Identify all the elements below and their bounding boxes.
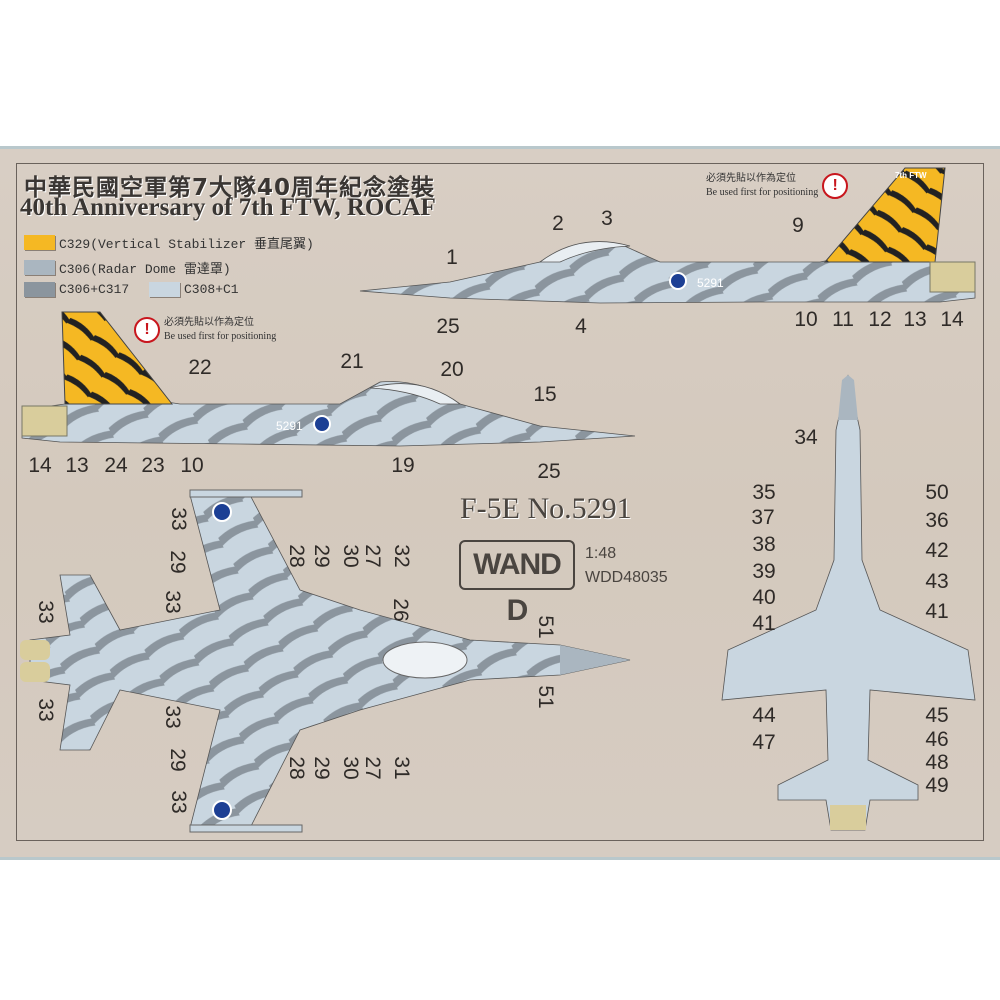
legend-label: C306+C317 xyxy=(59,282,130,297)
legend-c308-c1: C308+C1 xyxy=(149,282,239,297)
warning-zh: 必須先貼以作為定位 xyxy=(706,173,796,184)
legend-c306-c317: C306+C317 xyxy=(24,282,129,297)
callout: 25 xyxy=(537,460,561,483)
scale-label: 1:48 xyxy=(585,545,617,562)
callout: 44 xyxy=(752,704,776,727)
callout: 2 xyxy=(552,212,564,235)
model-title: F-5E No.5291 xyxy=(460,492,632,525)
top-view xyxy=(20,489,631,833)
callout: 23 xyxy=(141,454,165,477)
callout: 28 xyxy=(285,756,308,780)
callout: 43 xyxy=(925,570,949,593)
callout: 48 xyxy=(925,751,949,774)
serial-number: 5291 xyxy=(697,276,724,290)
warning-zh: 必須先貼以作為定位 xyxy=(164,317,254,328)
callout: 27 xyxy=(361,756,384,780)
callout: 41 xyxy=(925,600,949,623)
positioning-note-left: ! 必須先貼以作為定位 Be used first for positioning xyxy=(134,316,276,344)
callout: 33 xyxy=(161,705,184,729)
callout: 33 xyxy=(161,590,184,614)
callout: 41 xyxy=(752,612,776,635)
callout: 45 xyxy=(925,704,949,727)
callout: 34 xyxy=(794,426,818,449)
callout: 10 xyxy=(180,454,204,477)
callout: 13 xyxy=(903,308,927,331)
callout: 29 xyxy=(310,544,333,568)
callout: 12 xyxy=(868,308,892,331)
callout: 29 xyxy=(166,748,189,772)
callout: 21 xyxy=(340,350,364,373)
callout: 33 xyxy=(167,790,190,814)
callout: 4 xyxy=(575,315,587,338)
callout: 25 xyxy=(436,315,460,338)
positioning-note-top: 必須先貼以作為定位 Be used first for positioning! xyxy=(706,172,849,200)
brand-logo: WAND D xyxy=(459,540,575,627)
callout: 33 xyxy=(34,698,57,722)
callout: 39 xyxy=(752,560,776,583)
serial-number: 5291 xyxy=(276,419,303,433)
legend-label: C306(Radar Dome 雷達罩) xyxy=(59,262,231,277)
color-swatch xyxy=(24,235,55,250)
callout: 30 xyxy=(339,756,362,780)
callout: 47 xyxy=(752,731,776,754)
callout: 29 xyxy=(166,550,189,574)
callout: 13 xyxy=(65,454,89,477)
product-code: WDD48035 xyxy=(585,569,668,586)
callout: 1 xyxy=(446,246,458,269)
callout: 33 xyxy=(34,600,57,624)
callout: 28 xyxy=(285,544,308,568)
legend-label: C308+C1 xyxy=(184,282,239,297)
color-swatch xyxy=(24,260,55,275)
exclamation-icon: ! xyxy=(134,317,160,343)
callout: 51 xyxy=(534,685,557,709)
callout: 26 xyxy=(389,598,412,622)
legend-c306: C306(Radar Dome 雷達罩) xyxy=(24,258,231,277)
callout: 36 xyxy=(925,509,949,532)
legend-label: C329(Vertical Stabilizer 垂直尾翼) xyxy=(59,237,314,252)
callout: 20 xyxy=(440,358,464,381)
callout: 27 xyxy=(361,544,384,568)
legend-c329: C329(Vertical Stabilizer 垂直尾翼) xyxy=(24,233,314,252)
callout: 42 xyxy=(925,539,949,562)
callout: 9 xyxy=(792,214,804,237)
sheet-frame xyxy=(16,163,984,841)
side-view-right-profile: 5291 xyxy=(21,311,636,447)
color-swatch xyxy=(149,282,180,297)
callout: 19 xyxy=(391,454,415,477)
callout: 50 xyxy=(925,481,949,504)
callout: 31 xyxy=(390,756,413,780)
callout: 15 xyxy=(533,383,557,406)
warning-en: Be used first for positioning xyxy=(164,331,277,342)
callout: 11 xyxy=(832,308,854,331)
callout: 10 xyxy=(794,308,818,331)
callout: 24 xyxy=(104,454,128,477)
callout: 38 xyxy=(752,533,776,556)
callout: 32 xyxy=(390,544,413,568)
callout: 3 xyxy=(601,207,613,230)
callout: 14 xyxy=(940,308,964,331)
callout: 37 xyxy=(751,506,775,529)
callout: 46 xyxy=(925,728,949,751)
side-view-left-profile: 5291 7th FTW xyxy=(359,167,976,304)
callout: 29 xyxy=(310,756,333,780)
warning-en: Be used first for positioning xyxy=(706,187,819,198)
callout: 51 xyxy=(534,615,557,639)
callout: 49 xyxy=(925,774,949,797)
color-swatch xyxy=(24,282,55,297)
tail-marking: 7th FTW xyxy=(895,171,927,180)
exclamation-icon: ! xyxy=(822,173,849,199)
callout: 35 xyxy=(752,481,776,504)
title-chinese: 中華民國空軍第7大隊40周年紀念塗裝 xyxy=(24,175,436,201)
title-english: 40th Anniversary of 7th FTW, ROCAF xyxy=(20,194,436,221)
callout: 30 xyxy=(339,544,362,568)
callout: 40 xyxy=(752,586,776,609)
callout: 22 xyxy=(188,356,212,379)
callout: 33 xyxy=(167,507,190,531)
callout: 14 xyxy=(28,454,52,477)
bottom-view xyxy=(721,374,976,831)
